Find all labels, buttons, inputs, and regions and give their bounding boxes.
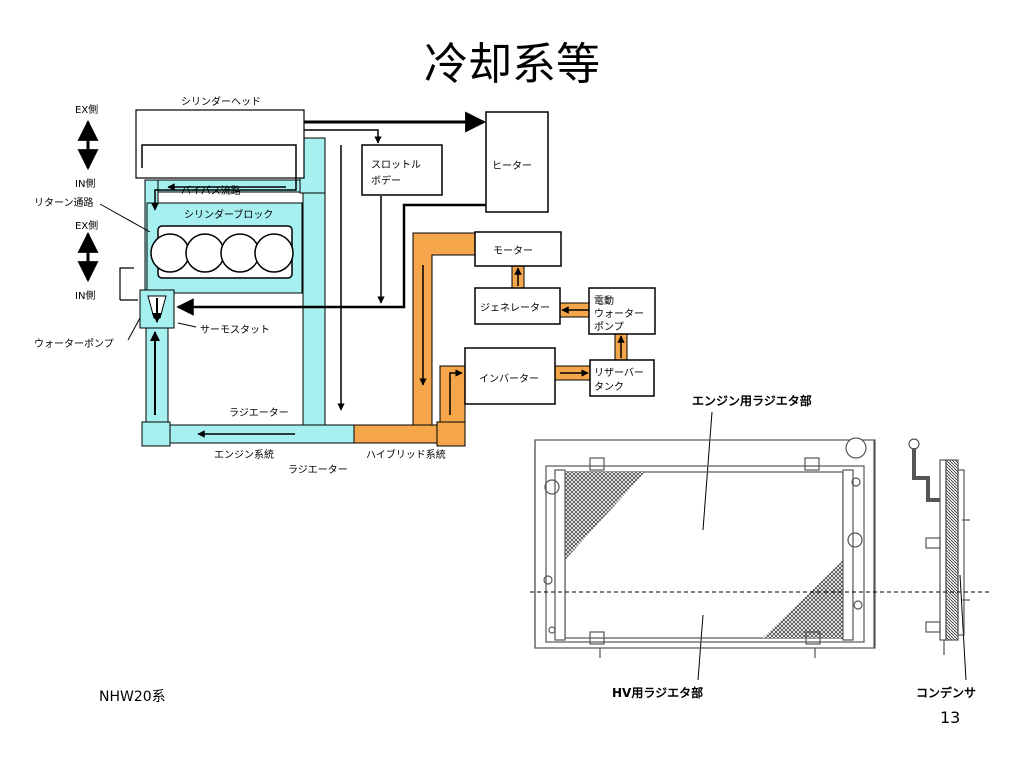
label-ex-side-top: EX側 (75, 105, 99, 116)
label-reservoir-1: リザーバー (594, 368, 644, 379)
label-condenser: コンデンサ (916, 686, 977, 700)
electric-pump-box (588, 287, 656, 335)
label-generator: ジェネレーター (480, 303, 550, 314)
label-inverter: インバーター (479, 374, 539, 385)
label-heater: ヒーター (492, 161, 532, 172)
label-electric-pump-1: 電動 (594, 296, 614, 307)
cylinder-bores (150, 225, 294, 279)
label-in-side-top: IN側 (75, 179, 96, 190)
label-hybrid-system: ハイブリッド系統 (366, 450, 446, 461)
label-engine-radiator: エンジン用ラジエタ部 (692, 394, 812, 408)
condenser-side-view (908, 438, 970, 655)
label-water-pump: ウォーターポンプ (34, 339, 114, 350)
label-in-side-bottom: IN側 (75, 291, 96, 302)
flow-lines (119, 111, 625, 438)
label-hv-radiator: HV用ラジエタ部 (612, 686, 704, 700)
generator-box (474, 287, 561, 325)
label-electric-pump-2: ウォーター (594, 309, 644, 320)
slide-title: 冷却系等 (424, 39, 600, 90)
radiator-drawing (534, 437, 876, 658)
label-thermostat: サーモスタット (200, 325, 270, 336)
label-cylinder-block: シリンダーブロック (184, 210, 274, 221)
label-reservoir-2: タンク (594, 382, 624, 393)
cylinder-head (135, 109, 305, 179)
radiator-right-tank (436, 421, 466, 447)
footer-model: NHW20系 (99, 689, 166, 705)
label-ex-side-bottom: EX側 (75, 221, 99, 232)
label-throttle-body-2: ボデー (371, 176, 401, 187)
radiator-left-tank (141, 421, 171, 447)
motor-box (474, 231, 562, 267)
label-motor: モーター (493, 246, 533, 257)
heater-box (485, 111, 549, 213)
label-return-passage: リターン通路 (34, 198, 94, 209)
label-radiator-bottom: ラジエーター (288, 465, 348, 476)
label-radiator-top: ラジエーター (229, 408, 289, 419)
page-number: 13 (940, 708, 961, 727)
label-electric-pump-3: ポンプ (594, 322, 624, 333)
label-bypass-passage: バイパス流路 (181, 186, 241, 197)
label-cylinder-head: シリンダーヘッド (181, 97, 261, 108)
inverter-box (464, 347, 556, 405)
reservoir-tank-box (589, 359, 655, 397)
label-throttle-body-1: スロットル (371, 160, 421, 171)
throttle-body-box (361, 144, 443, 196)
label-engine-system: エンジン系統 (214, 450, 274, 461)
